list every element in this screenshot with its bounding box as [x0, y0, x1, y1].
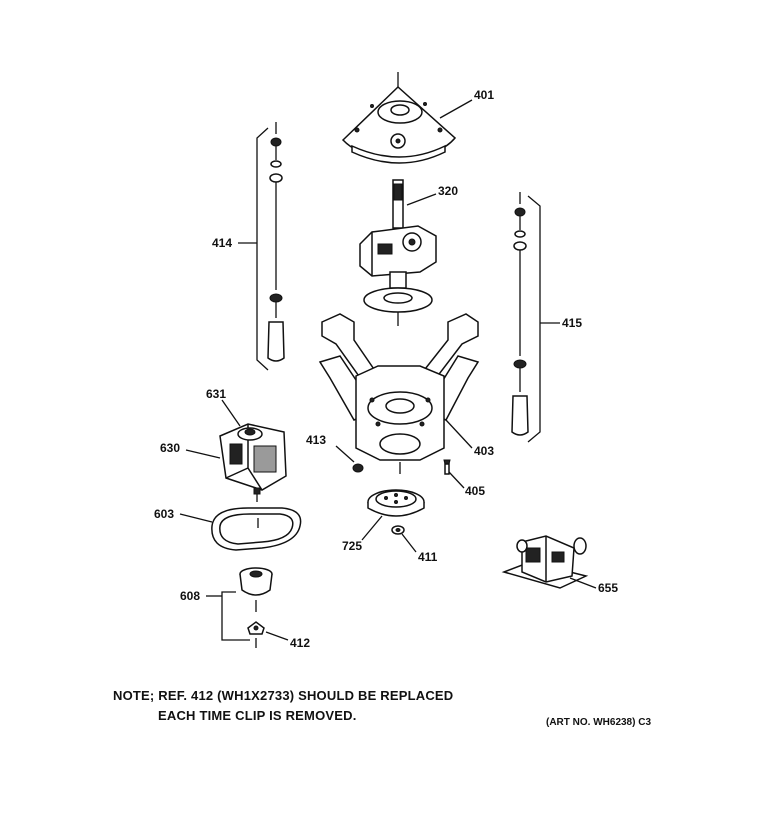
art-number: (ART NO. WH6238) C3 — [546, 717, 652, 728]
leader-655 — [569, 577, 597, 589]
leader-403 — [445, 419, 473, 449]
part-725-pulley — [367, 489, 425, 517]
leader-725 — [361, 515, 383, 541]
callout-412: 412 — [290, 636, 310, 650]
part-655-switch — [501, 535, 589, 589]
leader-631 — [221, 399, 241, 427]
note-line-2: EACH TIME CLIP IS REMOVED. — [158, 708, 357, 723]
callout-411: 411 — [418, 550, 438, 564]
callout-413: 413 — [306, 433, 326, 447]
leader-320 — [406, 193, 437, 206]
part-413-nut — [352, 463, 364, 473]
leader-603 — [179, 513, 213, 523]
callout-725: 725 — [342, 539, 362, 553]
callout-603: 603 — [154, 507, 174, 521]
part-401-drive-cover — [341, 72, 457, 164]
callout-415: 415 — [562, 316, 582, 330]
leader-413 — [335, 445, 355, 463]
callout-414: 414 — [212, 236, 232, 250]
part-412-clip — [247, 621, 265, 648]
callout-655: 655 — [598, 581, 618, 595]
part-414-suspension-rod — [256, 122, 285, 371]
part-608-motor-pulley — [221, 567, 273, 641]
leader-401 — [439, 99, 473, 119]
callout-403: 403 — [474, 444, 494, 458]
part-411-nut — [391, 525, 405, 535]
callout-320: 320 — [438, 184, 458, 198]
callout-631: 631 — [206, 387, 226, 401]
leader-412 — [265, 631, 289, 641]
part-320-transmission — [359, 179, 437, 326]
callout-401: 401 — [474, 88, 494, 102]
leader-405 — [448, 471, 465, 489]
part-405-bolt — [443, 459, 451, 475]
part-415-suspension-rod — [511, 192, 541, 443]
part-603-belt — [211, 507, 302, 551]
callout-405: 405 — [465, 484, 485, 498]
note-line-1: NOTE; REF. 412 (WH1X2733) SHOULD BE REPL… — [113, 688, 454, 703]
leader-411 — [401, 533, 417, 553]
callout-630: 630 — [160, 441, 180, 455]
part-630-motor — [219, 423, 287, 502]
part-403-support-bracket — [318, 313, 480, 474]
leader-630 — [185, 449, 221, 459]
callout-608: 608 — [180, 589, 200, 603]
